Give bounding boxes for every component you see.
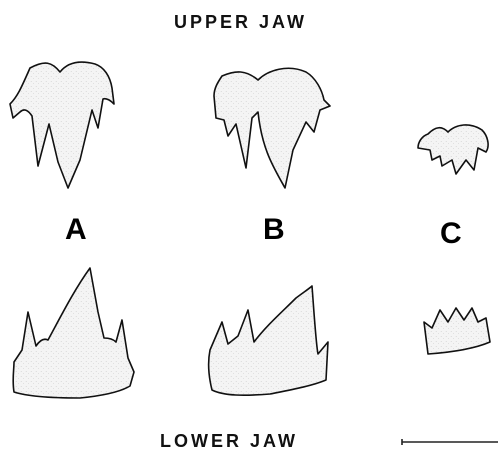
upper-tooth-b: [214, 68, 330, 188]
specimen-label-c: C: [440, 217, 462, 251]
specimen-label-b: B: [263, 213, 285, 247]
lower-tooth-c: [424, 308, 490, 354]
lower-tooth-b: [209, 286, 328, 395]
upper-tooth-c: [418, 125, 488, 174]
specimen-label-a: A: [65, 213, 87, 247]
lower-tooth-a: [13, 268, 134, 398]
upper-tooth-a: [10, 62, 114, 188]
upper-jaw-label: UPPER JAW: [174, 12, 307, 33]
